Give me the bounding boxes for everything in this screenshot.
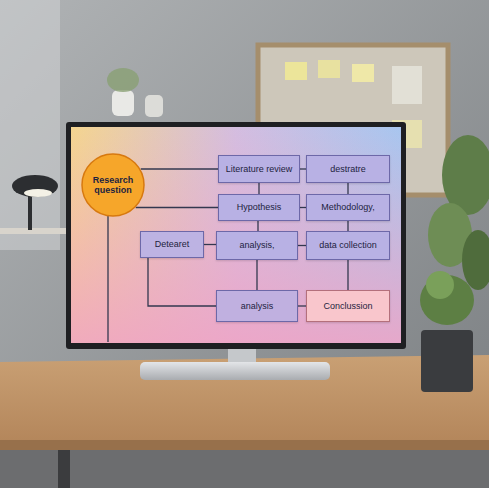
shelf-plant xyxy=(107,68,139,92)
plant-leaves xyxy=(442,135,489,215)
node-label: Hypothesis xyxy=(237,202,282,212)
start-circle: Research question xyxy=(81,153,145,217)
desk-edge xyxy=(0,440,489,450)
monitor-bezel xyxy=(66,122,406,349)
connector xyxy=(256,260,257,290)
screen xyxy=(71,127,401,343)
node-label: Conclussion xyxy=(323,301,372,311)
process-box: data collection xyxy=(306,231,390,260)
note xyxy=(392,66,422,104)
guide-line xyxy=(107,215,108,342)
vase xyxy=(145,95,163,117)
process-box: Literature review xyxy=(218,155,300,183)
node-label: analysis, xyxy=(239,240,274,250)
connector xyxy=(141,168,218,169)
node-label: analysis xyxy=(241,301,274,311)
screen-glow xyxy=(71,127,401,343)
lamp-head xyxy=(12,175,58,197)
plant-pot xyxy=(421,330,473,392)
process-box: destratre xyxy=(306,155,390,183)
process-box: analysis, xyxy=(216,231,298,260)
connector xyxy=(347,260,348,290)
process-box: analysis xyxy=(216,290,298,322)
vase xyxy=(112,90,134,116)
process-box: Methodology, xyxy=(306,194,390,221)
connector xyxy=(347,221,348,231)
lamp-bulb xyxy=(24,189,52,197)
node-label: data collection xyxy=(319,240,377,250)
connector xyxy=(298,245,306,246)
desk-top xyxy=(0,355,489,446)
connector xyxy=(148,258,216,306)
connector xyxy=(258,183,259,194)
note xyxy=(285,62,307,80)
node-label: Detearet xyxy=(155,239,190,249)
process-box: Detearet xyxy=(140,231,204,258)
end-box: Conclussion xyxy=(306,290,390,322)
connector xyxy=(347,183,348,194)
node-label: Literature review xyxy=(226,164,293,174)
monitor-base xyxy=(140,362,330,380)
note xyxy=(318,60,340,78)
note xyxy=(352,64,374,82)
node-label: Research question xyxy=(88,175,138,196)
connector xyxy=(204,244,216,245)
window-light xyxy=(0,0,60,250)
connector xyxy=(298,305,306,306)
small-plant xyxy=(426,271,454,299)
node-label: destratre xyxy=(330,164,366,174)
floor xyxy=(0,450,489,488)
connector xyxy=(257,221,258,231)
plant-leaves xyxy=(462,230,489,290)
connector xyxy=(136,207,218,208)
circle-shape xyxy=(82,154,144,216)
process-box: Hypothesis xyxy=(218,194,300,221)
node-label: Methodology, xyxy=(321,202,374,212)
desk-leg xyxy=(58,450,70,488)
